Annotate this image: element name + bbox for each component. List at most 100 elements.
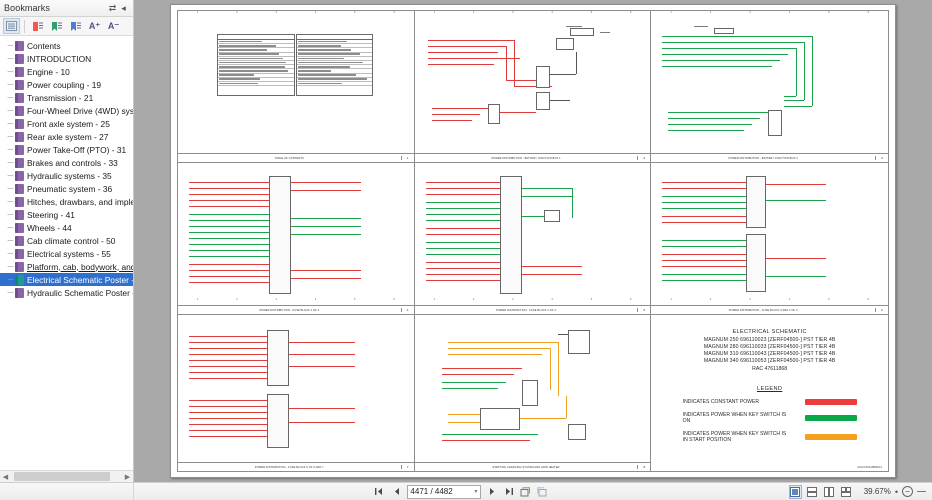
bookmark-item[interactable]: ─Steering - 41 bbox=[0, 208, 133, 221]
bookmark-icon bbox=[15, 118, 24, 129]
collapse-panel-icon[interactable]: ◂ bbox=[121, 2, 126, 13]
bookmark-twisty-icon[interactable]: ─ bbox=[7, 236, 14, 245]
last-page-button[interactable] bbox=[502, 485, 515, 499]
bookmarks-list[interactable]: ─Contents─INTRODUCTION─Engine - 10─Power… bbox=[0, 36, 133, 470]
schematic-cell-legend[interactable]: ELECTRICAL SCHEMATIC MAGNUM 250 69611002… bbox=[651, 315, 888, 471]
bookmark-twisty-icon[interactable]: ─ bbox=[7, 67, 14, 76]
toc-table bbox=[217, 34, 373, 96]
bookmark-twisty-icon[interactable]: ─ bbox=[7, 262, 14, 271]
scroll-thumb[interactable] bbox=[14, 472, 110, 481]
toc-column-right bbox=[295, 34, 373, 96]
previous-view-button[interactable] bbox=[519, 485, 532, 499]
next-page-button[interactable] bbox=[485, 485, 498, 499]
schematic-cell-8[interactable]: STARTING CHARGING SYSTEM AND GRID HEATER… bbox=[414, 315, 652, 471]
pin-icon[interactable]: ⇄ bbox=[108, 2, 117, 13]
scroll-track[interactable] bbox=[11, 472, 122, 481]
bookmark-twisty-icon[interactable]: ─ bbox=[7, 145, 14, 154]
bookmark-options-icon[interactable] bbox=[3, 18, 20, 34]
bookmark-twisty-icon[interactable]: ─ bbox=[7, 80, 14, 89]
toc-header-right bbox=[296, 35, 372, 40]
bookmark-item[interactable]: ─INTRODUCTION bbox=[0, 52, 133, 65]
schematic-cell-7[interactable]: POWER DISTRIBUTION - FUSE BLOCK 5 OF 6 A… bbox=[178, 315, 415, 471]
bookmark-twisty-icon[interactable]: ─ bbox=[7, 132, 14, 141]
single-page-view-button[interactable] bbox=[788, 484, 802, 499]
bookmark-twisty-icon[interactable]: ─ bbox=[7, 54, 14, 63]
bookmark-twisty-icon[interactable]: ─ bbox=[7, 184, 14, 193]
ruler-mark: 1 bbox=[196, 298, 199, 301]
page-number-field[interactable]: 4471 / 4482 ▾ bbox=[407, 484, 482, 499]
scroll-left-arrow-icon[interactable]: ◀ bbox=[2, 473, 9, 481]
bookmark-icon bbox=[15, 261, 24, 272]
toc-row bbox=[218, 69, 294, 74]
new-bookmark-icon[interactable] bbox=[67, 18, 84, 34]
bookmark-item[interactable]: ─Power Take-Off (PTO) - 31 bbox=[0, 143, 133, 156]
next-view-button[interactable] bbox=[536, 485, 549, 499]
bookmark-item[interactable]: ─Brakes and controls - 33 bbox=[0, 156, 133, 169]
bookmark-item[interactable]: ─ Wheels - 44 bbox=[0, 221, 133, 234]
schematic-artwork-7 bbox=[181, 322, 411, 461]
increase-text-size-icon[interactable]: A⁺ bbox=[88, 20, 101, 31]
bookmark-twisty-icon[interactable]: ─ bbox=[7, 223, 14, 232]
bookmark-twisty-icon[interactable]: ─ bbox=[7, 158, 14, 167]
two-page-scroll-view-button[interactable] bbox=[840, 485, 853, 499]
bookmark-icon bbox=[15, 209, 24, 220]
bookmark-item[interactable]: ─Rear axle system - 27 bbox=[0, 130, 133, 143]
bookmark-twisty-icon[interactable]: ─ bbox=[7, 210, 14, 219]
two-page-view-button[interactable] bbox=[823, 485, 836, 499]
bookmark-twisty-icon[interactable]: ─ bbox=[7, 171, 14, 180]
decrease-text-size-icon[interactable]: A⁻ bbox=[107, 20, 120, 31]
bookmark-item[interactable]: ─Platform, cab, bodywork, and decals - bbox=[0, 260, 133, 273]
bookmark-item[interactable]: ─Cab climate control - 50 bbox=[0, 234, 133, 247]
bookmark-twisty-icon[interactable]: ─ bbox=[7, 249, 14, 258]
bookmark-item[interactable]: ─Hitches, drawbars, and implement cou bbox=[0, 195, 133, 208]
zoom-slider-handle[interactable]: • bbox=[894, 486, 898, 497]
toc-row bbox=[296, 82, 372, 87]
zoom-out-button[interactable]: − bbox=[902, 486, 913, 497]
collapse-bookmarks-icon[interactable] bbox=[48, 18, 65, 34]
ruler-mark: 1 bbox=[433, 298, 436, 301]
bookmark-item[interactable]: ─Electrical systems - 55 bbox=[0, 247, 133, 260]
continuous-scroll-view-button[interactable] bbox=[806, 485, 819, 499]
bookmark-label: Four-Wheel Drive (4WD) system - 23 bbox=[27, 105, 133, 116]
ruler-mark: 2 bbox=[472, 11, 475, 14]
scroll-right-arrow-icon[interactable]: ▶ bbox=[124, 473, 131, 481]
page-dropdown-icon[interactable]: ▾ bbox=[474, 489, 478, 495]
bookmark-item[interactable]: ─Pneumatic system - 36 bbox=[0, 182, 133, 195]
bookmark-twisty-icon[interactable]: ─ bbox=[7, 106, 14, 115]
bookmark-twisty-icon[interactable]: ─ bbox=[7, 197, 14, 206]
bookmarks-toolbar: A⁺ A⁻ bbox=[0, 17, 133, 36]
first-page-button[interactable] bbox=[373, 485, 386, 499]
bookmark-item[interactable]: ─Contents bbox=[0, 39, 133, 52]
bookmark-label: Wheels - 44 bbox=[27, 222, 72, 233]
bookmark-item[interactable]: ─Engine - 10 bbox=[0, 65, 133, 78]
zoom-slider-track[interactable] bbox=[917, 491, 926, 492]
bookmark-icon bbox=[15, 235, 24, 246]
expand-bookmarks-icon[interactable] bbox=[29, 18, 46, 34]
bookmark-icon bbox=[15, 92, 24, 103]
bookmarks-horizontal-scrollbar[interactable]: ◀ ▶ bbox=[0, 470, 133, 482]
bookmark-item[interactable]: ─Transmission - 21 bbox=[0, 91, 133, 104]
previous-page-button[interactable] bbox=[390, 485, 403, 499]
bookmark-item[interactable]: ─Hydraulic systems - 35 bbox=[0, 169, 133, 182]
bookmark-item[interactable]: ─Hydraulic Schematic Poster - 4770018 bbox=[0, 286, 133, 299]
cell-caption-4: POWER DISTRIBUTION - FUSE BLOCK 1 OF 2 4 bbox=[178, 305, 414, 314]
bookmark-item[interactable]: ─Electrical Schematic Poster - 4761186 bbox=[0, 273, 133, 286]
bookmark-twisty-icon[interactable]: ─ bbox=[7, 41, 14, 50]
bookmark-item[interactable]: ─ Four-Wheel Drive (4WD) system - 23 bbox=[0, 104, 133, 117]
bookmark-item[interactable]: ─Front axle system - 25 bbox=[0, 117, 133, 130]
bookmark-item[interactable]: ─Power coupling - 19 bbox=[0, 78, 133, 91]
bookmark-twisty-icon[interactable]: ─ bbox=[7, 93, 14, 102]
bookmark-twisty-icon[interactable]: ─ bbox=[7, 275, 14, 284]
bookmark-twisty-icon[interactable]: ─ bbox=[7, 119, 14, 128]
bookmark-twisty-icon[interactable]: ─ bbox=[7, 288, 14, 297]
